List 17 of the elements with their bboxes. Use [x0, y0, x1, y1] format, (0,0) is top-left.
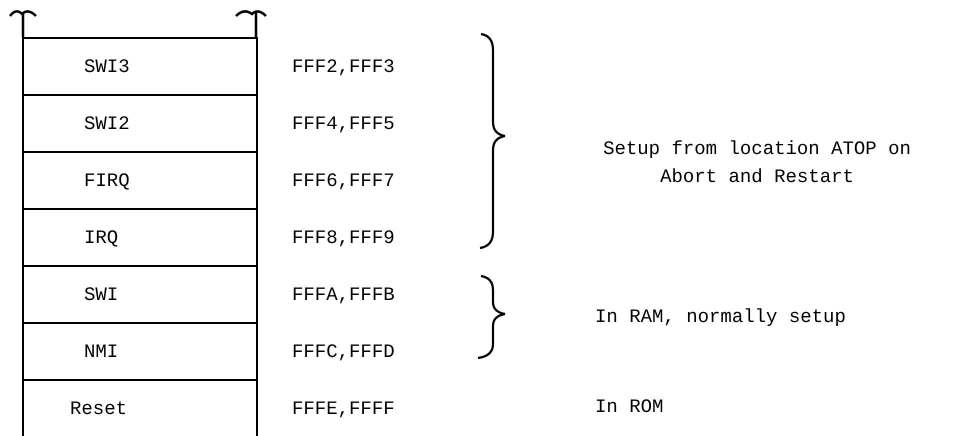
note-text: Setup from location ATOP on Abort and Restart — [602, 137, 912, 190]
cell-label: Reset — [70, 397, 128, 422]
address-label: FFF8,FFF9 — [292, 226, 395, 251]
cell-label: SWI2 — [84, 112, 130, 137]
note-text: In ROM — [595, 395, 664, 420]
address-label: FFFA,FFFB — [292, 283, 395, 308]
address-label: FFF6,FFF7 — [292, 169, 395, 194]
note-text: In RAM, normally setup — [595, 305, 847, 330]
cell-label: NMI — [84, 340, 118, 365]
cell-label: FIRQ — [84, 169, 130, 194]
cell-label: SWI3 — [84, 55, 130, 80]
address-label: FFF2,FFF3 — [292, 55, 395, 80]
cell-label: IRQ — [84, 226, 118, 251]
address-label: FFFC,FFFD — [292, 340, 395, 365]
address-label: FFFE,FFFF — [292, 397, 395, 422]
address-label: FFF4,FFF5 — [292, 112, 395, 137]
cell-label: SWI — [84, 283, 118, 308]
